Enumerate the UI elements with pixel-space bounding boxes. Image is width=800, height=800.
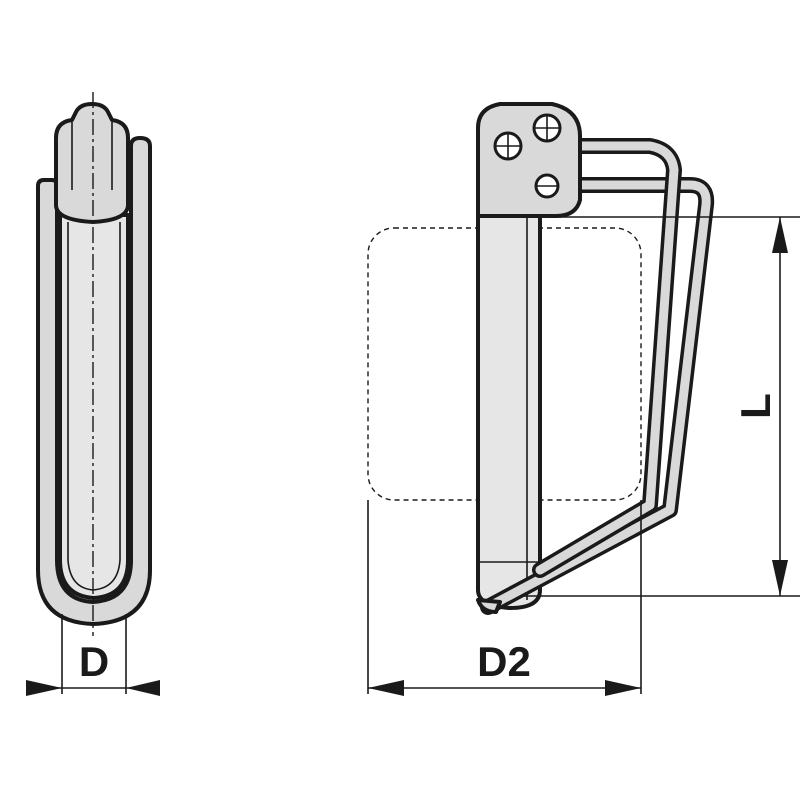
dim-d-arrow-right [126,680,160,696]
dim-l-label: L [732,393,779,419]
front-view-bail-back-wire-fill [535,141,679,575]
dim-l-arrow-bottom [772,560,788,596]
front-view-bail-wire-fill [483,180,711,612]
front-view-pin-shaft [476,214,542,610]
dim-d2-arrow-right [605,680,641,696]
front-view-pin-head [476,102,582,218]
front-view [367,102,715,615]
side-view [36,92,152,636]
front-view-rivet-crosshairs [494,114,561,187]
side-view-head-grooves [71,122,113,190]
dim-d-arrow-left [26,680,62,696]
dim-d2-arrow-left [368,680,404,696]
dimension-l: L [520,216,800,597]
dimension-d2: D2 [367,500,642,696]
dim-d-label: D [79,638,109,685]
dimension-d: D [26,614,160,696]
dim-d2-label: D2 [477,638,531,685]
dim-l-arrow-top [772,217,788,253]
side-view-pin-body [58,213,130,600]
side-view-pin-head [54,102,130,224]
front-view-pin-tip [476,598,502,614]
